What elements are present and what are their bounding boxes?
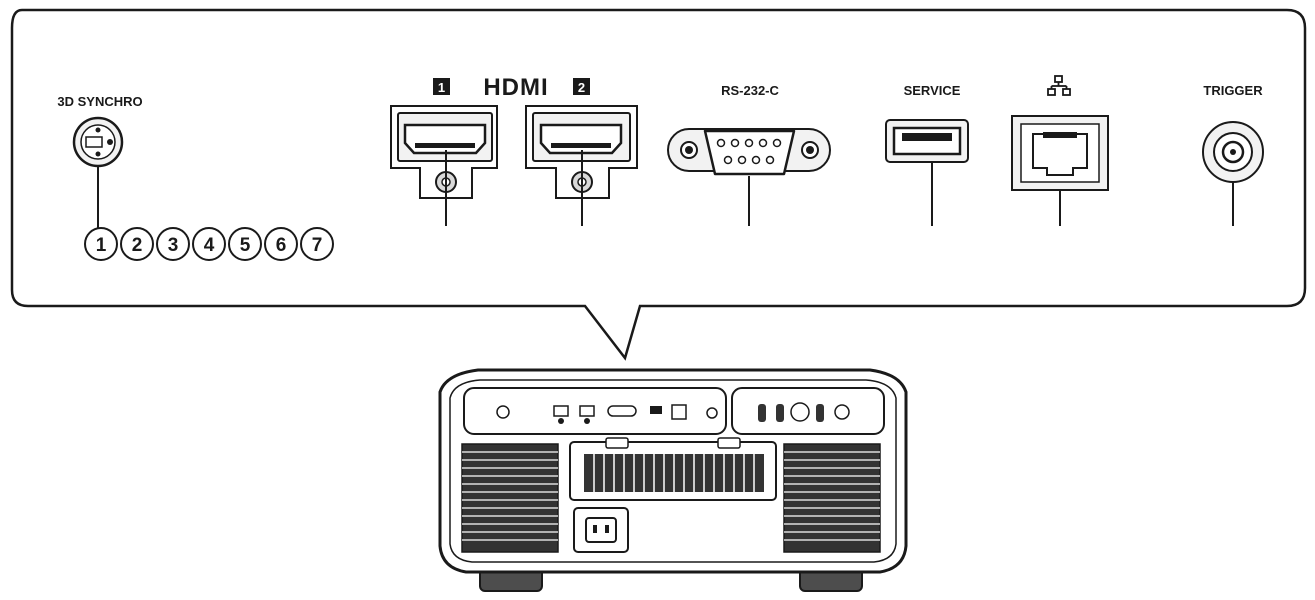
trigger-label: TRIGGER [1203, 83, 1263, 98]
pin-number-4: 4 [204, 235, 215, 256]
sync3d-pin-numbers: 1 2 3 4 5 6 7 [84, 227, 334, 261]
lan-port-group [1011, 75, 1109, 226]
hdmi-2-port [525, 105, 638, 226]
trigger-port-group: TRIGGER [1202, 83, 1264, 226]
pin-number-5: 5 [240, 235, 251, 256]
projector-rear-view [438, 368, 908, 592]
callout-bubble [10, 8, 1307, 361]
pin-number-2: 2 [132, 235, 143, 256]
pin-number-6: 6 [276, 235, 287, 256]
hdmi-1-badge-text: 1 [438, 80, 445, 95]
hdmi-1-port [390, 105, 498, 226]
hdmi-2-badge [573, 78, 590, 95]
sync3d-port-group: 3D SYNCHRO 1 2 3 4 5 6 7 [57, 94, 334, 261]
hdmi-ports-group: 1 HDMI 2 [390, 74, 638, 226]
service-port-group: SERVICE [885, 83, 969, 226]
pin-number-1: 1 [96, 235, 107, 256]
pin-number-7: 7 [312, 235, 323, 256]
pin-number-3: 3 [168, 235, 179, 256]
service-label: SERVICE [904, 83, 961, 98]
rs232c-label: RS-232-C [721, 83, 779, 98]
hdmi-logo: HDMI [483, 74, 548, 101]
hdmi-2-badge-text: 2 [578, 80, 585, 95]
network-icon [1047, 75, 1071, 96]
sync3d-label: 3D SYNCHRO [57, 94, 142, 109]
rs232c-port-group: RS-232-C [667, 83, 831, 226]
hdmi-1-badge [433, 78, 450, 95]
